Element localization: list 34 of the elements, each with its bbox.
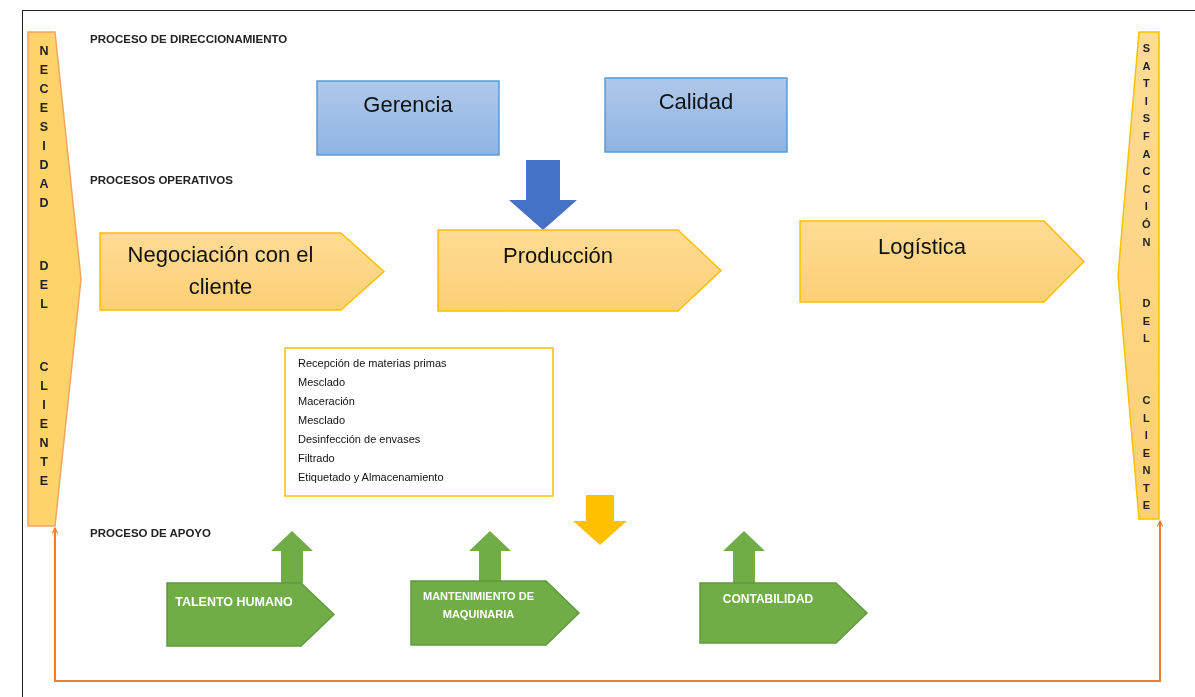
chevron-shape <box>100 233 384 310</box>
section-heading: PROCESO DE APOYO <box>90 527 211 539</box>
steps-box <box>285 348 553 496</box>
process-label: Negociación con el cliente <box>126 241 315 301</box>
chevron-shape <box>411 581 579 645</box>
chevron-shape <box>800 221 1084 302</box>
process-box <box>605 78 787 152</box>
chevron-shape <box>438 230 721 311</box>
process-label: Producción <box>501 242 615 270</box>
banner-shape <box>1117 32 1159 519</box>
vertical-label: NECESIDAD DEL CLIENTE <box>39 43 49 490</box>
banner-shape <box>28 32 82 526</box>
process-label: Logística <box>876 233 968 261</box>
step-text: Maceración <box>298 394 356 409</box>
vertical-label: SATISFACCIÓN DEL CLIENTE <box>1142 41 1151 514</box>
block-arrow <box>469 531 511 581</box>
block-arrow <box>509 160 577 230</box>
step-text: Recepción de materias primas <box>298 356 447 371</box>
support-label: CONTABILIDAD <box>721 591 815 608</box>
step-text: Filtrado <box>298 451 336 466</box>
process-label: Calidad <box>657 88 735 116</box>
support-label: MANTENIMIENTO DE MAQUINARIA <box>422 589 535 622</box>
step-text: Etiquetado y Almacenamiento <box>298 470 445 485</box>
step-text: Mesclado <box>298 413 347 428</box>
chevron-shape <box>167 583 334 646</box>
process-box <box>317 81 499 155</box>
connector-line <box>51 520 1164 682</box>
step-text: Desinfección de envases <box>298 432 422 447</box>
block-arrow <box>271 531 313 583</box>
process-label: Gerencia <box>362 91 454 119</box>
block-arrow <box>723 531 765 583</box>
chevron-shape <box>700 583 867 643</box>
step-text: Mesclado <box>298 375 347 390</box>
support-label: TALENTO HUMANO <box>174 594 294 611</box>
